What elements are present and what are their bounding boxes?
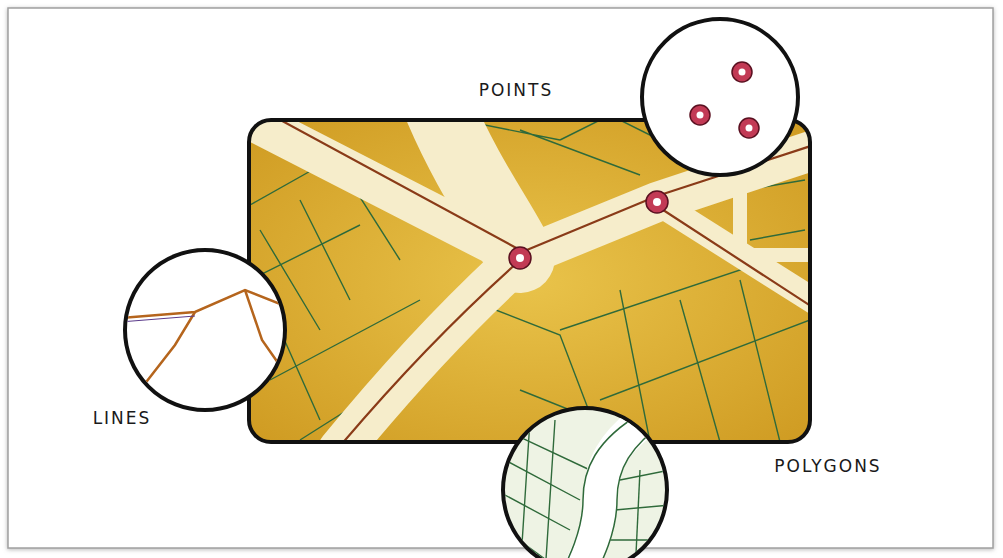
point-symbols — [509, 191, 668, 269]
callout-label: POINTS — [479, 81, 554, 100]
callout-label: LINES — [93, 409, 152, 428]
polygons-callout — [503, 408, 677, 558]
frame — [8, 8, 993, 548]
points-callout — [642, 19, 798, 175]
callout-label: POLYGONS — [774, 457, 881, 476]
lines-callout — [120, 250, 300, 410]
